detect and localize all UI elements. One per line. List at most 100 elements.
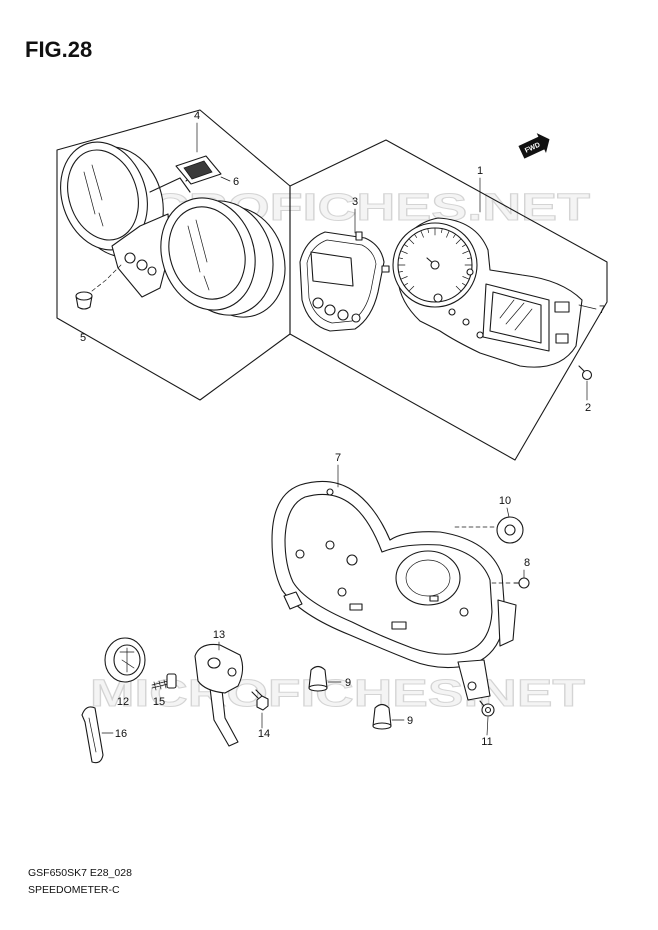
callout-label: 12 (117, 696, 129, 708)
tachometer-hub (430, 260, 440, 270)
callout-label: 2 (585, 402, 591, 414)
group-box-right (289, 139, 608, 461)
figure-code: GSF650SK7 E28_028 (28, 867, 132, 879)
right-lens (168, 206, 246, 300)
case-boss (325, 540, 335, 550)
watermark-lower: MICROFICHES.NET (90, 673, 585, 715)
board-connector (554, 301, 570, 313)
callout-labels: 4 6 5 3 1 7 2 7 10 8 13 9 12 15 16 14 9 … (80, 110, 605, 748)
case-slot (349, 603, 363, 611)
leader-line (506, 507, 510, 518)
lower-case-outline (271, 480, 506, 669)
callout-label: 9 (345, 677, 351, 689)
board-connector (555, 333, 569, 344)
screw-recess (484, 706, 492, 714)
case-boss (326, 488, 334, 496)
case-boss (295, 549, 305, 559)
callout-label: 7 (599, 304, 605, 316)
frame-button-hole (337, 309, 349, 321)
callout-label: 4 (194, 110, 200, 122)
grommet (496, 516, 524, 544)
board-light (433, 293, 443, 303)
screw-head (581, 369, 593, 381)
board-light (462, 318, 470, 326)
bulb (75, 291, 93, 310)
callout-label: 15 (153, 696, 165, 708)
fwd-arrow-icon: FWD (518, 133, 550, 159)
case-connector (283, 591, 303, 610)
cushion-lower (372, 703, 392, 730)
leader-lines (91, 122, 597, 736)
screw-shaft (479, 700, 485, 707)
case-slot (391, 621, 407, 630)
board-light (448, 308, 456, 316)
lower-case-gauge-ring (395, 550, 461, 606)
screw-head (518, 577, 530, 589)
meter-case-lower (271, 480, 517, 701)
cushion-upper (308, 665, 328, 692)
lcd-window (310, 251, 354, 287)
leader-line (486, 716, 489, 736)
figure-title: FIG.28 (25, 37, 92, 62)
screw-head (166, 673, 177, 689)
fwd-arrow-shape (518, 133, 550, 159)
board-light (476, 331, 484, 339)
lcd-glare (499, 299, 533, 331)
right-bezel (160, 197, 256, 311)
board-light (466, 268, 474, 276)
frame-button-hole (324, 304, 336, 316)
tachometer-ticks (397, 227, 473, 292)
callout-label: 9 (407, 715, 413, 727)
socket-bracket (194, 643, 244, 747)
indicator-hole (124, 252, 136, 264)
meter-assembly (392, 217, 583, 368)
frame-button-hole (351, 313, 361, 323)
cushion-body (308, 665, 328, 689)
indicator-hole (147, 266, 157, 276)
lcd-frame (299, 231, 390, 332)
case-tab-bottom (457, 659, 491, 701)
leader-line (578, 304, 597, 310)
socket-contacts (119, 647, 135, 673)
left-lens-glare (83, 164, 104, 227)
right-lens-glare (187, 219, 210, 291)
screw-socket (151, 673, 177, 691)
lcd-screen (489, 291, 542, 344)
frame-tab (355, 231, 363, 241)
cushion-base (308, 684, 328, 692)
clamp-slot (88, 717, 97, 753)
bracket-hole (227, 667, 237, 677)
case-tab-hole (467, 681, 477, 691)
case-boss (346, 554, 358, 566)
callout-label: 5 (80, 332, 86, 344)
callout-label: 14 (258, 728, 270, 740)
case-boss (337, 587, 347, 597)
lcd-frame-inner (306, 239, 377, 324)
bracket-hole (207, 657, 221, 669)
lower-case-gauge-ring-inner (405, 559, 451, 597)
screw-bottom (479, 700, 495, 717)
case-slot (429, 595, 439, 602)
bolt-shaft (251, 689, 263, 699)
bolt (251, 689, 269, 711)
bulb-socket (104, 637, 146, 683)
bolt-head (256, 695, 269, 711)
callout-label: 8 (524, 557, 530, 569)
leader-line (91, 263, 123, 292)
callout-label: 16 (115, 728, 127, 740)
screw-right (513, 577, 530, 589)
figure-caption: SPEEDOMETER-C (28, 884, 120, 896)
grommet-inner (504, 524, 516, 536)
callout-label: 3 (352, 196, 358, 208)
meter-case-cover (60, 141, 286, 318)
callout-label: 11 (481, 736, 492, 748)
screw-thread (151, 679, 169, 691)
callout-label: 7 (335, 452, 341, 464)
frame-tab (381, 265, 390, 273)
wire-clamp (81, 706, 104, 764)
indicator-lens-face (183, 160, 213, 180)
indicator-hole (136, 259, 148, 271)
callout-label: 10 (499, 495, 511, 507)
leader-line (220, 176, 231, 182)
